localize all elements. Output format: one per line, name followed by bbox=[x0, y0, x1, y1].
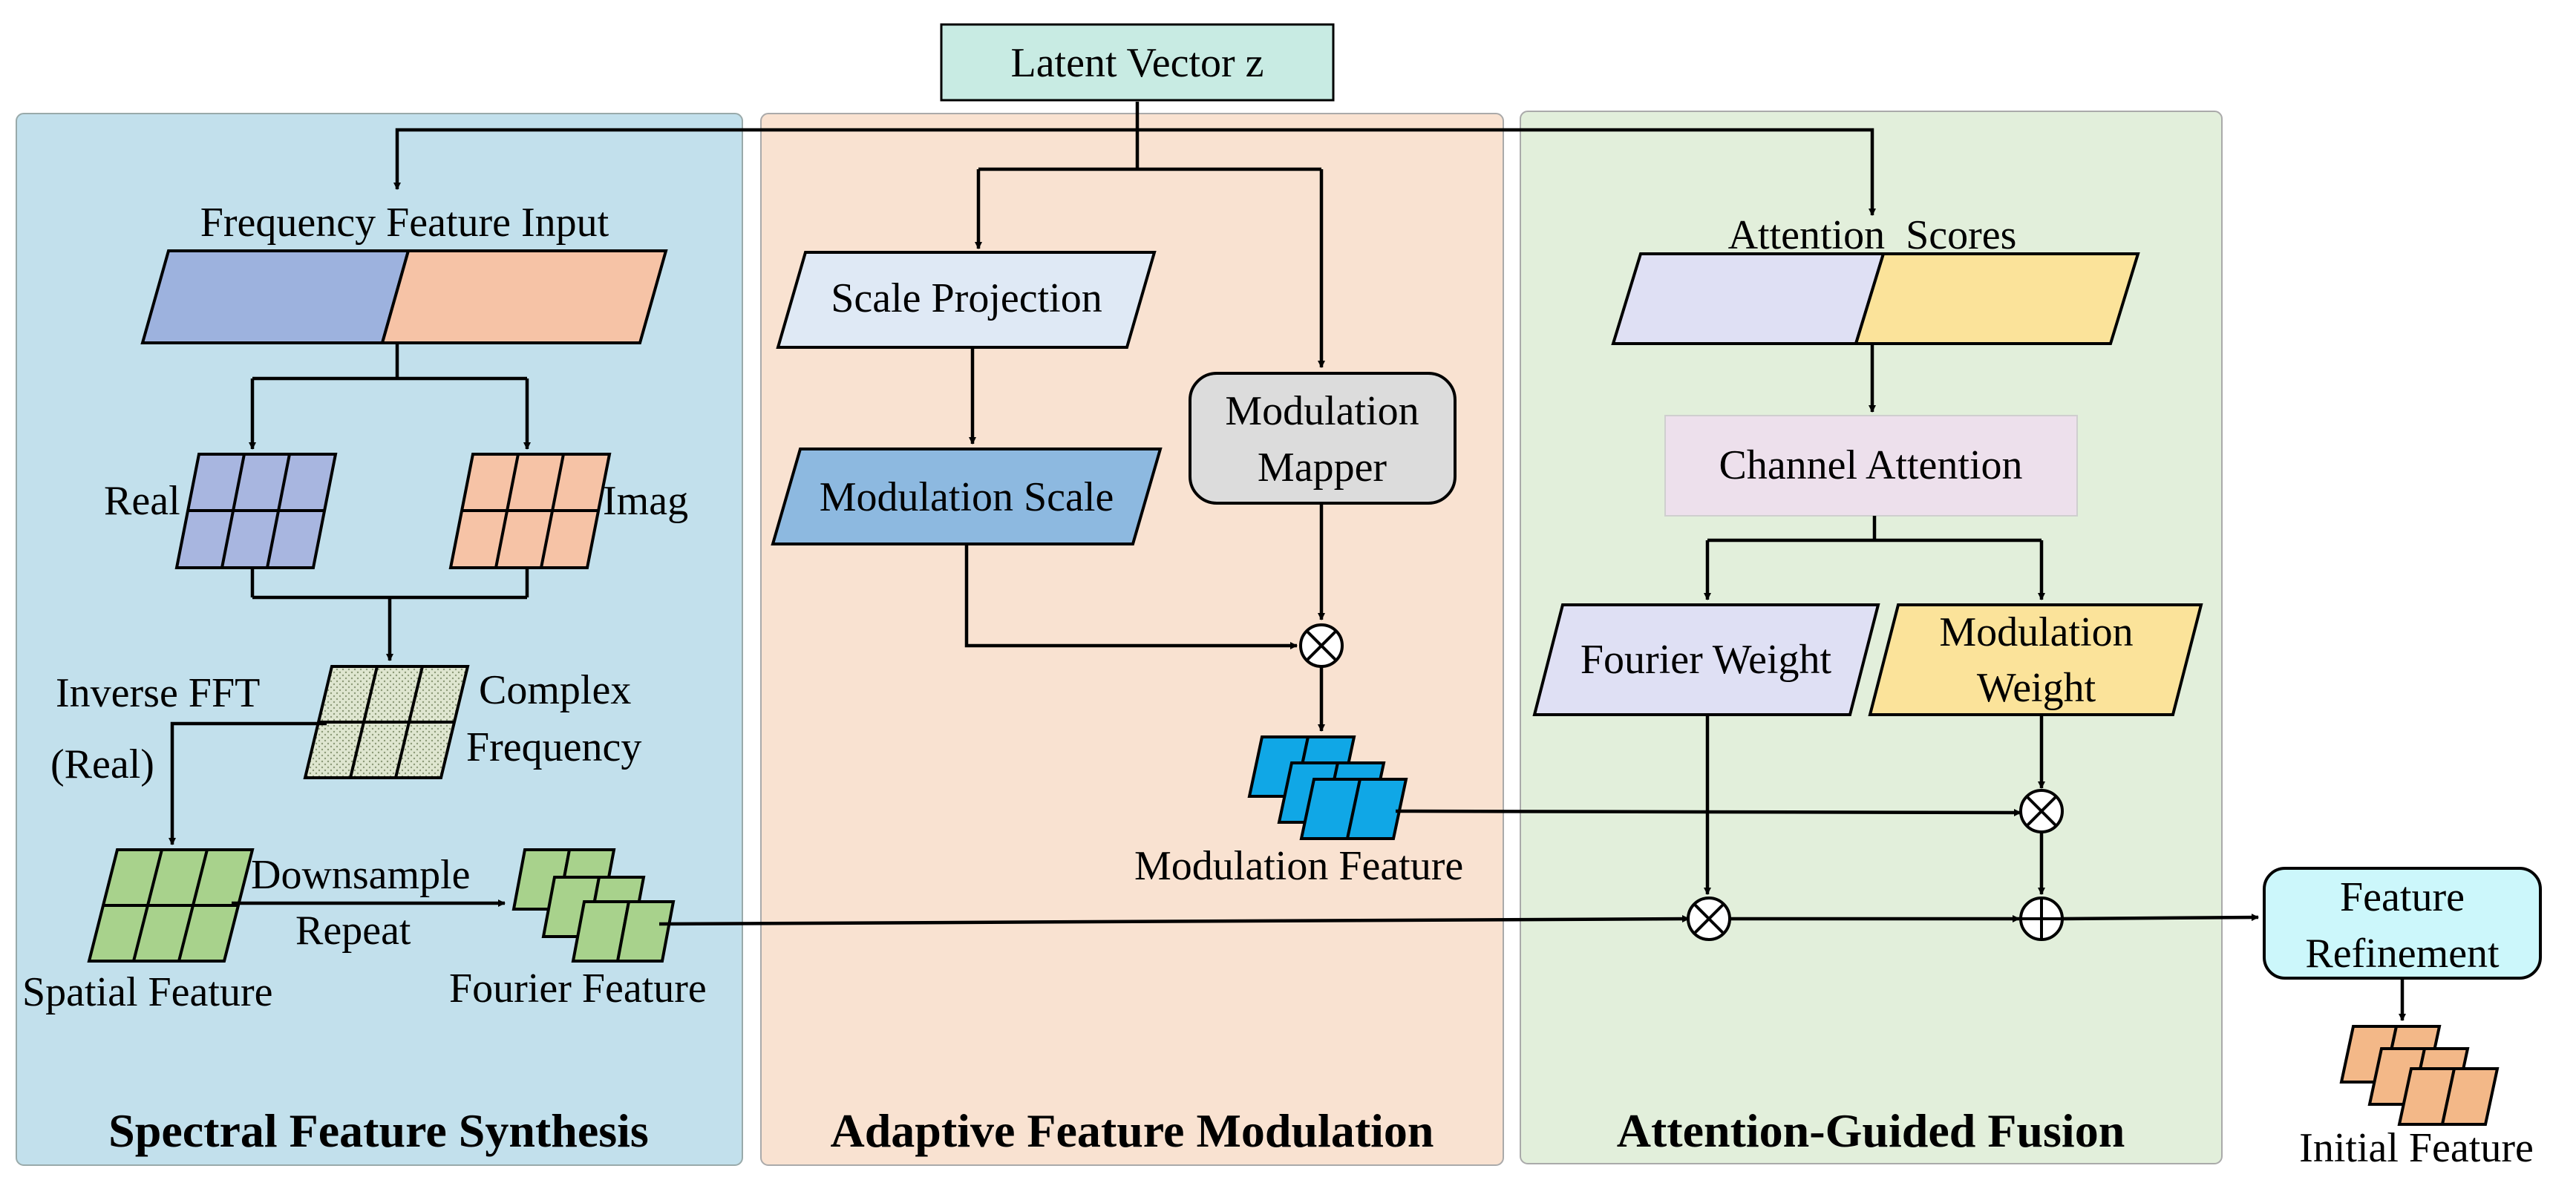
modulation-weight-label-1: Modulation bbox=[1939, 609, 2133, 655]
modulation-feature-stack bbox=[1247, 735, 1408, 840]
modulation-title: Adaptive Feature Modulation bbox=[830, 1104, 1434, 1157]
attention-scores-label: Attention Scores bbox=[1728, 212, 2017, 258]
repeat-label: Repeat bbox=[295, 908, 411, 954]
real-grid bbox=[174, 453, 338, 569]
imag-label: Imag bbox=[603, 478, 688, 524]
initial-feature-label: Initial Feature bbox=[2299, 1125, 2534, 1171]
complex-label-1: Complex bbox=[479, 667, 631, 713]
modulation-mapper-label-1: Modulation bbox=[1225, 388, 1419, 434]
imag-grid bbox=[448, 453, 612, 569]
fusion-add-node bbox=[2019, 897, 2064, 941]
fourier-feature-label: Fourier Feature bbox=[449, 966, 707, 1012]
modulation-scale-label: Modulation Scale bbox=[820, 474, 1114, 520]
feature-refinement-label-1: Feature bbox=[2340, 874, 2465, 920]
complex-frequency-grid bbox=[303, 665, 470, 779]
frequency-input-label: Frequency Feature Input bbox=[200, 200, 609, 246]
complex-label-2: Frequency bbox=[466, 724, 641, 770]
fourier-feature-stack bbox=[511, 848, 676, 963]
feature-refinement-label-2: Refinement bbox=[2305, 931, 2500, 977]
frequency-input-real-half bbox=[140, 249, 411, 344]
modulation-mapper-box bbox=[1189, 372, 1457, 505]
latent-vector-box bbox=[940, 23, 1335, 102]
modulation-scale-box bbox=[771, 448, 1163, 545]
real-label: Real bbox=[104, 478, 180, 524]
fourier-weight-box bbox=[1532, 603, 1880, 716]
channel-attention-box bbox=[1664, 415, 2078, 517]
modulation-mapper-label-2: Mapper bbox=[1258, 445, 1387, 491]
downsample-label: Downsample bbox=[251, 852, 471, 898]
spectral-title: Spectral Feature Synthesis bbox=[108, 1104, 649, 1157]
spatial-feature-label: Spatial Feature bbox=[22, 969, 272, 1015]
attention-scores-left-half bbox=[1611, 252, 1886, 345]
modulation-weight-box bbox=[1868, 603, 2203, 716]
fourier-weight-label: Fourier Weight bbox=[1580, 637, 1832, 683]
inverse-fft-label-2: (Real) bbox=[50, 741, 154, 787]
fusion-title: Attention-Guided Fusion bbox=[1617, 1104, 2125, 1157]
latent-vector-label: Latent Vector z bbox=[1010, 40, 1264, 86]
scale-projection-label: Scale Projection bbox=[831, 275, 1102, 321]
inverse-fft-label-1: Inverse FFT bbox=[56, 670, 260, 716]
channel-attention-label: Channel Attention bbox=[1719, 442, 2022, 488]
modulation-multiply-node bbox=[1299, 623, 1344, 668]
scale-projection-box bbox=[776, 251, 1157, 349]
weight-multiply-node bbox=[2019, 789, 2064, 833]
fourier-multiply-node bbox=[1687, 897, 1731, 941]
frequency-input-imag-half bbox=[380, 249, 668, 344]
spatial-feature-grid bbox=[87, 848, 255, 963]
attention-scores-right-half bbox=[1854, 252, 2140, 345]
modulation-weight-label-2: Weight bbox=[1977, 665, 2096, 711]
initial-feature-stack bbox=[2339, 1025, 2500, 1126]
modulation-feature-label: Modulation Feature bbox=[1134, 843, 1463, 889]
